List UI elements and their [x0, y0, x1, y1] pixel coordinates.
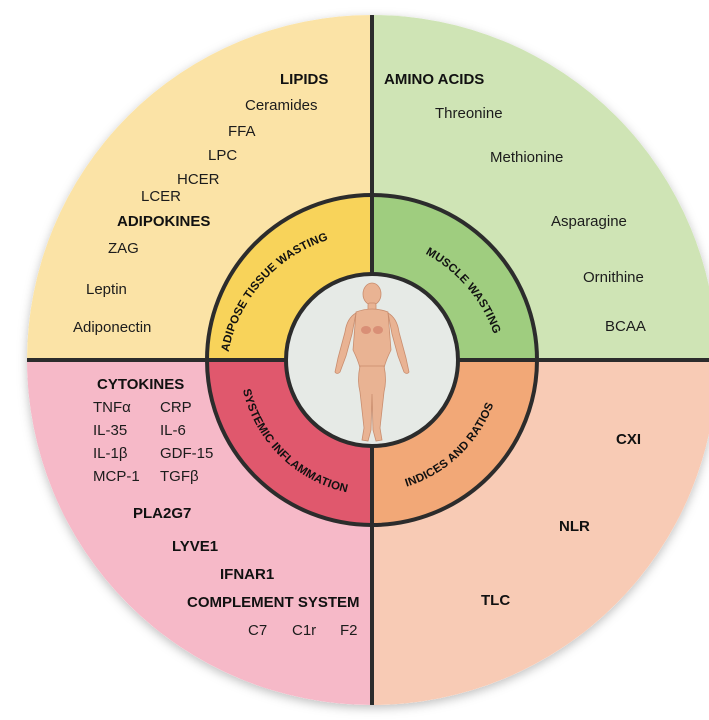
lipids-heading: LIPIDS: [280, 71, 328, 88]
lipid-item: HCER: [177, 171, 220, 188]
adipokines-heading: ADIPOKINES: [117, 213, 210, 230]
lipid-item: Ceramides: [245, 97, 318, 114]
inflammation-marker: PLA2G7: [133, 505, 191, 522]
amino-acid-item: BCAA: [605, 318, 646, 335]
cytokine-item: TGFβ: [160, 468, 199, 485]
complement-item: F2: [340, 622, 358, 639]
human-body-figure-icon: [334, 282, 410, 442]
inflammation-marker: LYVE1: [172, 538, 218, 555]
cytokine-item: IL-6: [160, 422, 186, 439]
cytokine-item: IL-35: [93, 422, 127, 439]
adipokine-item: Adiponectin: [73, 319, 151, 336]
amino-acid-item: Threonine: [435, 105, 503, 122]
lipid-item: FFA: [228, 123, 256, 140]
amino-acid-item: Asparagine: [551, 213, 627, 230]
index-item: TLC: [481, 592, 510, 609]
cytokine-item: GDF-15: [160, 445, 213, 462]
cytokine-item: MCP-1: [93, 468, 140, 485]
lipid-item: LPC: [208, 147, 237, 164]
amino-acid-item: Ornithine: [583, 269, 644, 286]
inflammation-marker: IFNAR1: [220, 566, 274, 583]
cytokine-item: CRP: [160, 399, 192, 416]
adipokine-item: Leptin: [86, 281, 127, 298]
complement-item: C1r: [292, 622, 316, 639]
index-item: CXI: [616, 431, 641, 448]
cytokine-item: TNFα: [93, 399, 131, 416]
cytokine-item: IL-1β: [93, 445, 128, 462]
cytokines-heading: CYTOKINES: [97, 376, 184, 393]
complement-heading: COMPLEMENT SYSTEM: [187, 594, 360, 611]
lipid-item: LCER: [141, 188, 181, 205]
amino-acid-item: Methionine: [490, 149, 563, 166]
index-item: NLR: [559, 518, 590, 535]
adipokine-item: ZAG: [108, 240, 139, 257]
complement-item: C7: [248, 622, 267, 639]
amino-acids-heading: AMINO ACIDS: [384, 71, 484, 88]
